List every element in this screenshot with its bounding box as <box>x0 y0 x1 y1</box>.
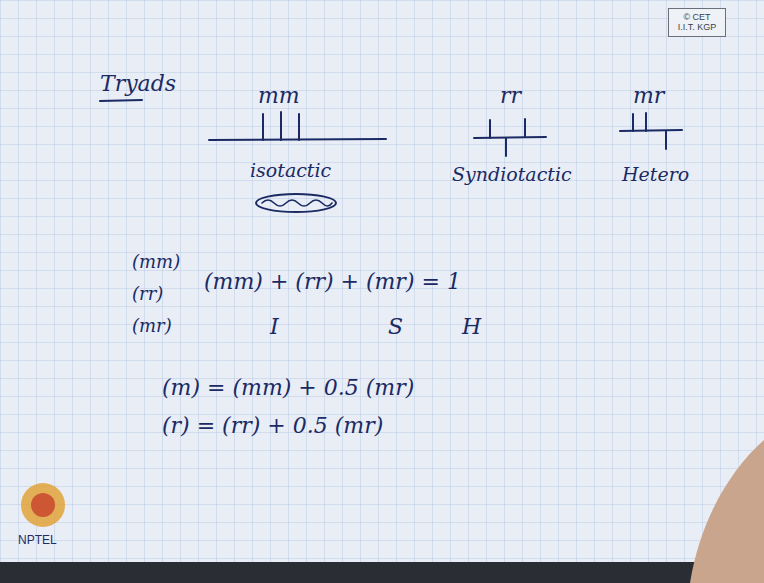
nptel-logo <box>21 483 65 527</box>
tacticity-name: Hetero <box>622 164 689 185</box>
equation-tag: S <box>388 315 403 339</box>
title: Tryads <box>100 72 176 96</box>
equation-tag: H <box>462 315 481 339</box>
equation: (r) = (rr) + 0.5 (mr) <box>162 414 383 438</box>
desk-band <box>0 562 764 583</box>
triad-symbol: (rr) <box>132 284 163 304</box>
logo-text: NPTEL <box>18 534 57 547</box>
logo-box: © CET I.I.T. KGP <box>668 8 726 37</box>
logo-text: © CET I.I.T. KGP <box>674 12 720 33</box>
dyad-label: mm <box>258 84 300 108</box>
triad-symbol: (mm) <box>132 252 180 272</box>
equation: (mm) + (rr) + (mr) = 1 <box>204 270 461 294</box>
hand <box>690 440 764 583</box>
equation: (m) = (mm) + 0.5 (mr) <box>162 376 414 400</box>
tacticity-name: Syndiotactic <box>452 164 572 185</box>
tacticity-name: isotactic <box>250 160 331 181</box>
ink-strokes <box>100 100 682 212</box>
dyad-label: mr <box>633 84 664 108</box>
equation-tag: I <box>270 315 279 339</box>
triad-symbol: (mr) <box>132 316 172 336</box>
dyad-label: rr <box>500 84 521 108</box>
